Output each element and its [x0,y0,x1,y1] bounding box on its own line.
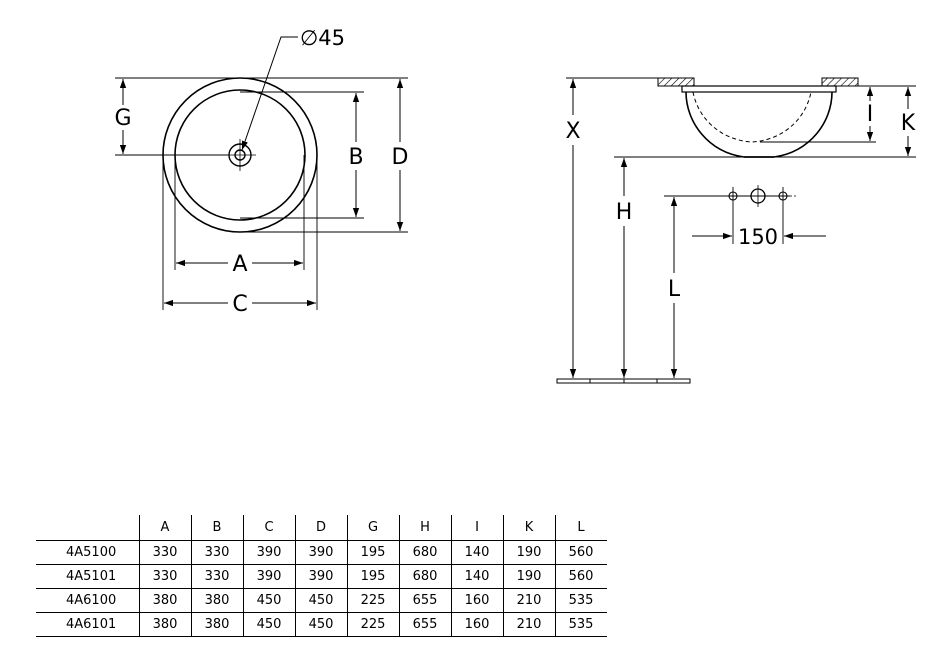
table-row: 4A6100 380 380 450 450 225 655 160 210 5… [36,588,607,613]
value-cell: 535 [554,588,607,613]
value-cell: 330 [138,564,191,589]
countertop-right [821,77,859,87]
value-cell: 450 [242,588,295,613]
table-header-row: A B C D G H I K L [36,515,607,541]
value-cell: 450 [242,612,295,637]
value-cell: 225 [346,588,399,613]
value-cell: 450 [294,588,347,613]
table-row: 4A6101 380 380 450 450 225 655 160 210 5… [36,612,607,637]
label-g: G [114,106,131,131]
model-cell: 4A5100 [36,540,139,565]
value-cell: 330 [190,540,243,565]
table-header-cell [36,515,139,541]
value-cell: 210 [502,588,555,613]
label-h: H [616,200,633,225]
diameter-label: ∅45 [300,26,345,50]
basin-bowl-inner-hidden [692,91,812,143]
value-cell: 380 [138,612,191,637]
value-cell: 330 [190,564,243,589]
value-cell: 390 [294,564,347,589]
label-i: I [867,102,874,127]
diameter-leader [241,36,298,151]
basin-rim-flange [681,85,837,93]
model-cell: 4A6101 [36,612,139,637]
label-b: B [348,145,363,170]
label-k: K [901,111,916,136]
label-x: X [565,119,580,144]
dimension-table: A B C D G H I K L 4A5100 330 330 390 390… [36,515,607,637]
value-cell: 380 [190,588,243,613]
label-l: L [668,277,681,302]
value-cell: 560 [554,564,607,589]
value-cell: 680 [398,540,451,565]
value-cell: 390 [294,540,347,565]
table-header-cell: D [294,515,347,541]
table-row: 4A5101 330 330 390 390 195 680 140 190 5… [36,564,607,589]
value-cell: 560 [554,540,607,565]
table-header-cell: K [502,515,555,541]
side-view [556,77,916,384]
countertop-left [657,77,695,87]
table-row: 4A5100 330 330 390 390 195 680 140 190 5… [36,540,607,565]
value-cell: 225 [346,612,399,637]
value-cell: 655 [398,588,451,613]
value-cell: 160 [450,612,503,637]
value-cell: 190 [502,564,555,589]
value-cell: 210 [502,612,555,637]
table-header-cell: L [554,515,607,541]
side-view-labels: X H L I K 150 [565,102,915,302]
value-cell: 330 [138,540,191,565]
basin-bowl-outer [685,91,833,158]
table-header-cell: I [450,515,503,541]
table-header-cell: G [346,515,399,541]
table-header-cell: H [398,515,451,541]
value-cell: 450 [294,612,347,637]
label-d: D [392,145,409,170]
label-a: A [232,252,247,277]
value-cell: 190 [502,540,555,565]
value-cell: 390 [242,540,295,565]
value-cell: 195 [346,540,399,565]
value-cell: 390 [242,564,295,589]
value-cell: 160 [450,588,503,613]
label-c: C [232,292,247,317]
value-cell: 535 [554,612,607,637]
model-cell: 4A6100 [36,588,139,613]
value-cell: 655 [398,612,451,637]
value-cell: 380 [138,588,191,613]
top-view [115,36,408,310]
model-cell: 4A5101 [36,564,139,589]
table-header-cell: A [138,515,191,541]
table-header-cell: B [190,515,243,541]
value-cell: 680 [398,564,451,589]
value-cell: 195 [346,564,399,589]
tap-spacing-label: 150 [738,225,778,249]
table-header-cell: C [242,515,295,541]
value-cell: 380 [190,612,243,637]
value-cell: 140 [450,564,503,589]
top-view-labels: ∅45 G B D A C [114,26,408,317]
value-cell: 140 [450,540,503,565]
